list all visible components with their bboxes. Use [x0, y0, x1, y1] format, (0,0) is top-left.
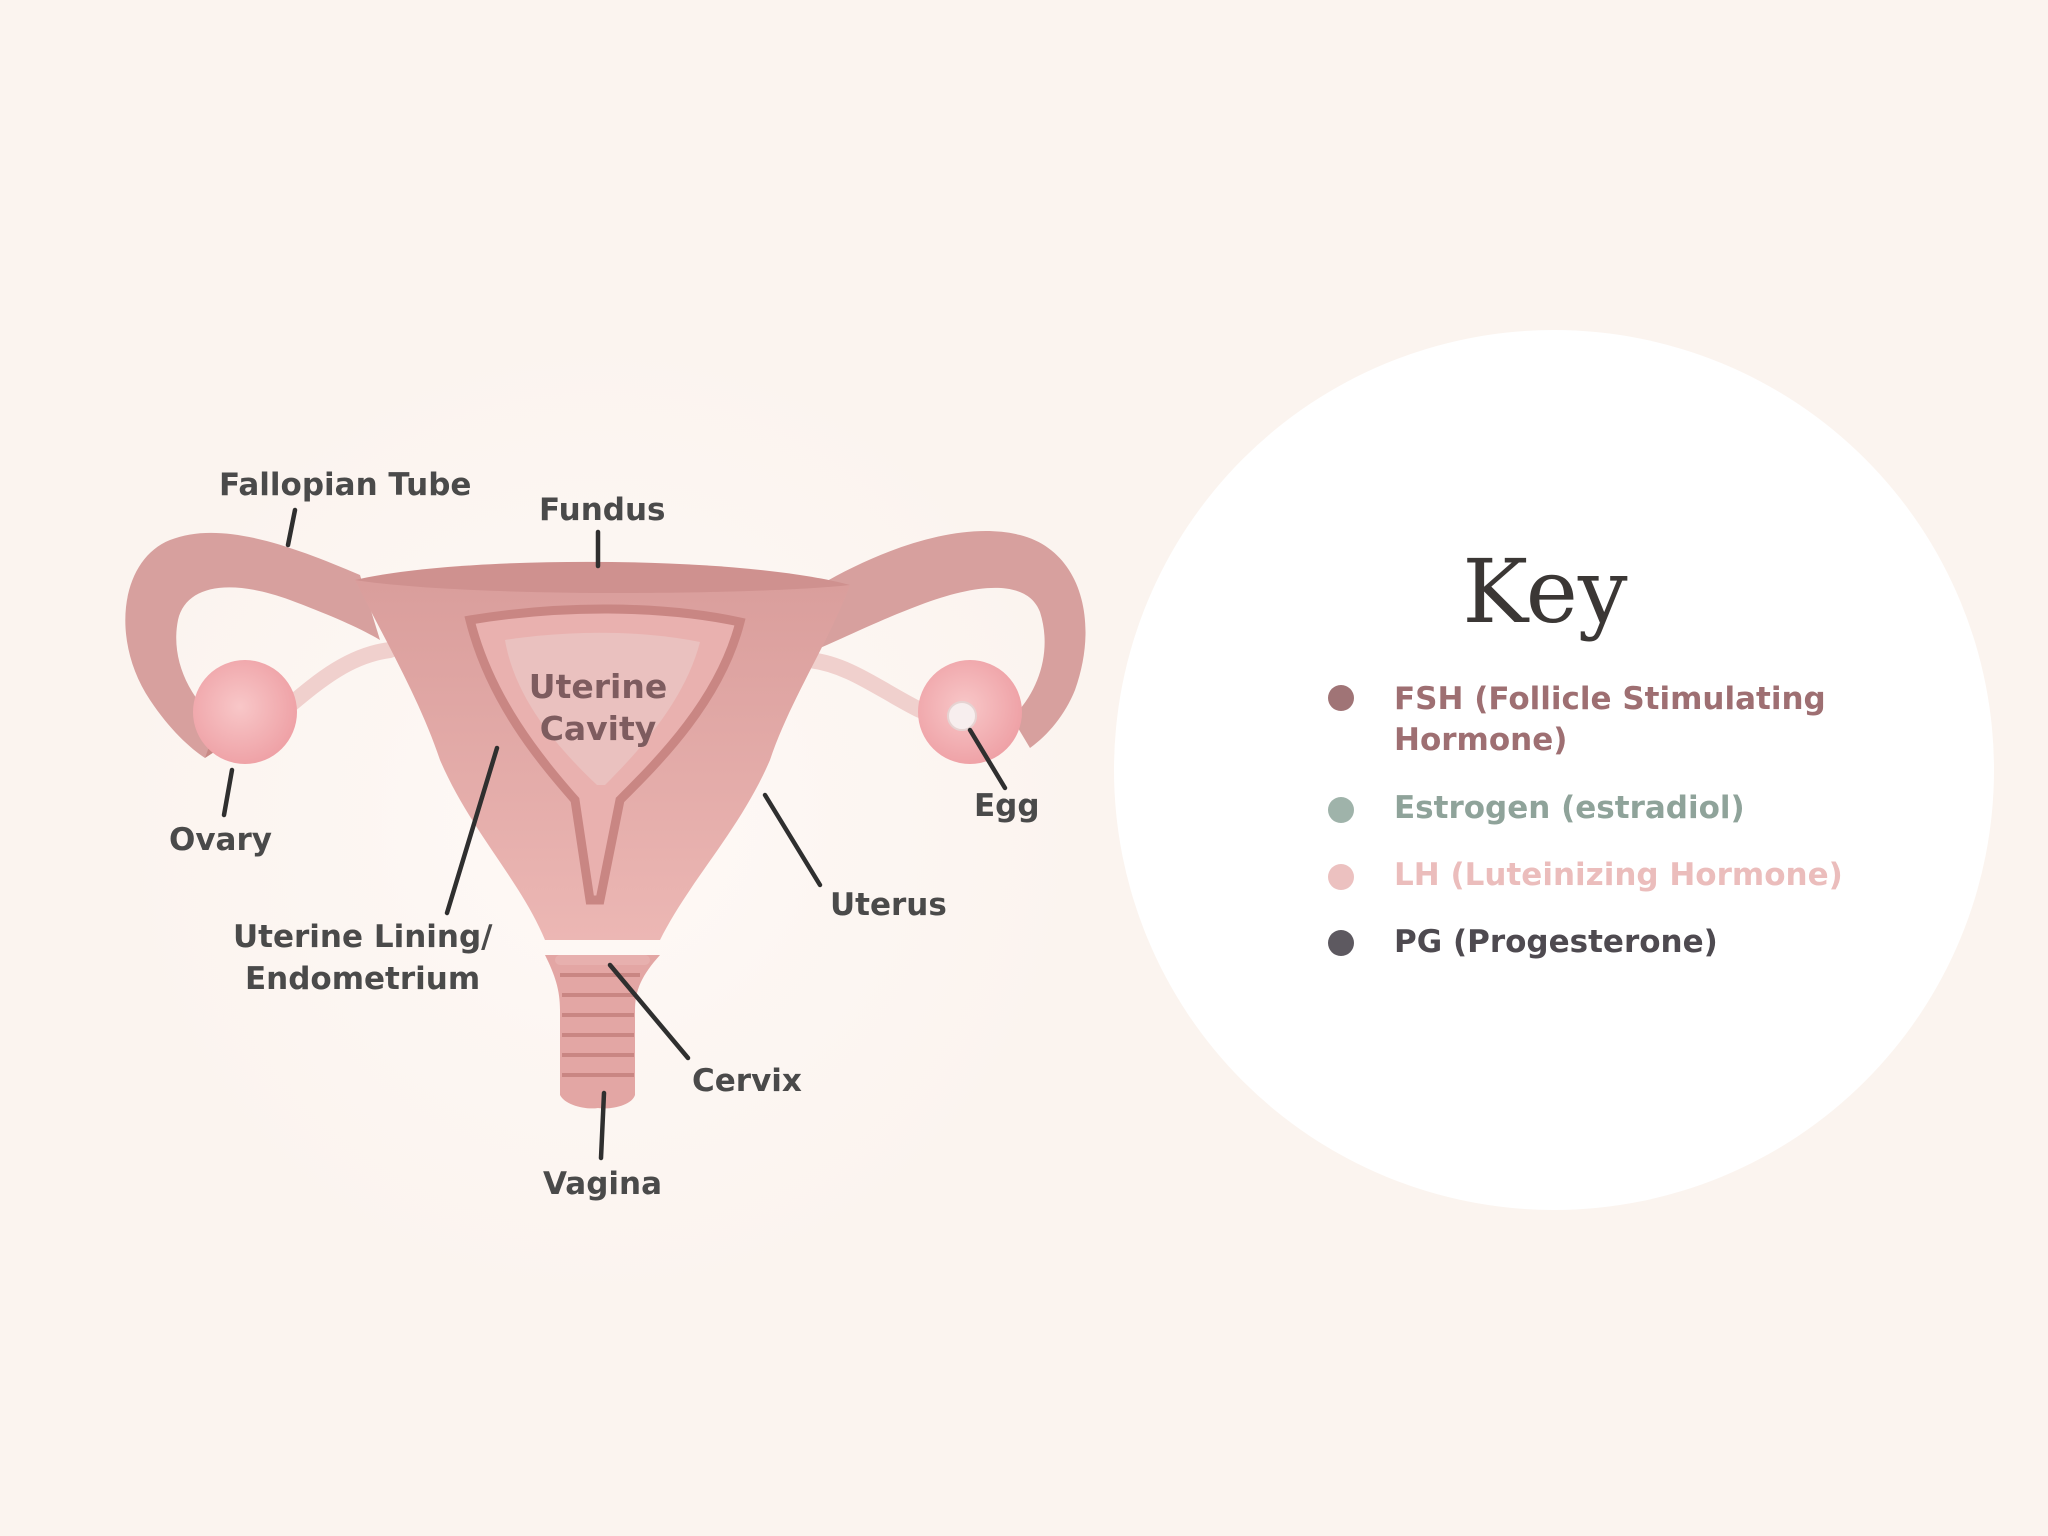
leader-ovary [221, 767, 235, 818]
key-item-pg-label: PG (Progesterone) [1394, 924, 1718, 960]
key-panel: Key FSH (Follicle Stimulating Hormone) E… [1114, 330, 1994, 1210]
fallopian-tube-right [820, 531, 1086, 748]
label-uterine-cavity-line1: Uterine [529, 667, 667, 706]
key-item-fsh-line1: FSH (Follicle Stimulating [1394, 681, 1826, 717]
leader-egg [967, 727, 1008, 791]
key-circle [1114, 330, 1994, 1210]
dot-icon [1328, 930, 1354, 956]
key-item-lh: LH (Luteinizing Hormone) [1328, 857, 1843, 893]
leader-uterine-lining [444, 745, 500, 916]
ovarian-ligament-right [802, 652, 928, 718]
key-item-estrogen: Estrogen (estradiol) [1328, 790, 1745, 826]
label-fallopian-tube: Fallopian Tube [219, 467, 471, 503]
label-uterus: Uterus [830, 887, 947, 923]
label-ovary: Ovary [169, 822, 272, 858]
label-uterine-lining-line2: Endometrium [245, 961, 480, 997]
key-title: Key [1462, 540, 1627, 643]
label-cervix: Cervix [692, 1063, 802, 1099]
label-uterine-lining-line1: Uterine Lining/ [233, 919, 493, 955]
label-uterine-cavity-line2: Cavity [540, 709, 657, 748]
ovarian-ligament-left [282, 642, 398, 713]
dot-icon [1328, 685, 1354, 711]
key-item-fsh-line2: Hormone) [1394, 722, 1567, 758]
leader-vagina [598, 1090, 607, 1161]
label-fundus: Fundus [539, 492, 665, 528]
key-item-pg: PG (Progesterone) [1328, 924, 1718, 960]
dot-icon [1328, 864, 1354, 890]
label-egg: Egg [974, 788, 1040, 824]
key-item-lh-label: LH (Luteinizing Hormone) [1394, 857, 1843, 893]
key-item-fsh: FSH (Follicle Stimulating Hormone) [1328, 681, 1826, 758]
label-vagina: Vagina [543, 1166, 662, 1202]
uterus-body [355, 561, 850, 940]
ovary-left [193, 660, 297, 764]
egg-shape [947, 701, 977, 731]
dot-icon [1328, 797, 1354, 823]
leader-cervix [607, 962, 691, 1061]
key-item-estrogen-label: Estrogen (estradiol) [1394, 790, 1745, 826]
leader-fallopian-tube [285, 507, 298, 548]
leader-uterus [762, 792, 823, 888]
